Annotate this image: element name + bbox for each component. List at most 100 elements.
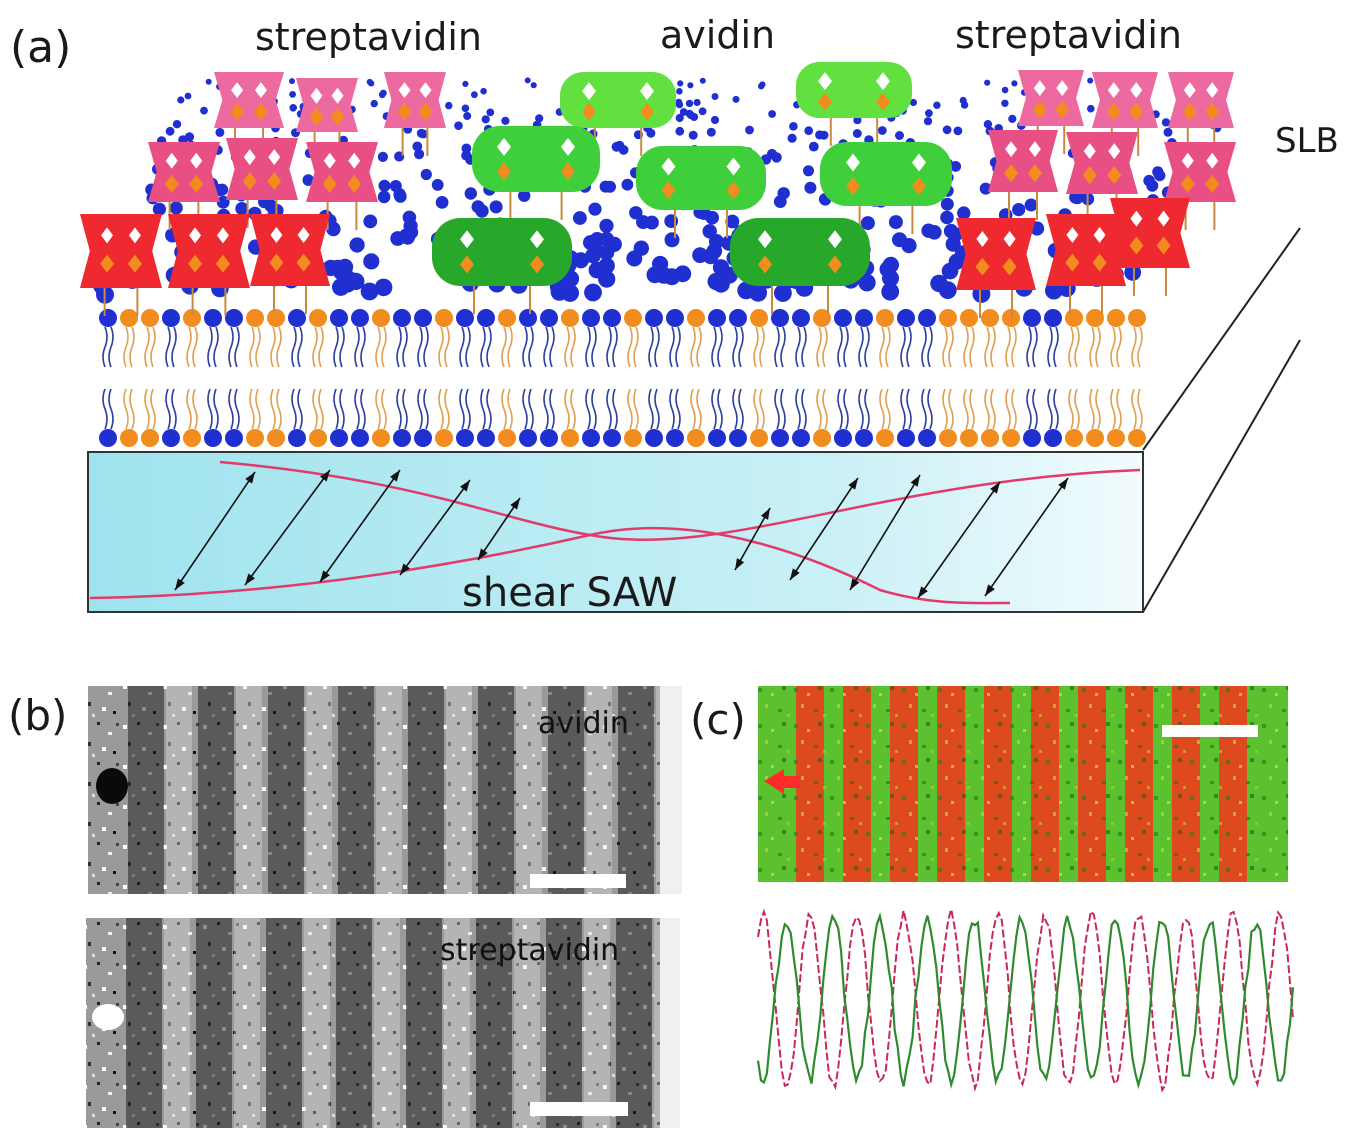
displacement-arrow [477,497,521,561]
lipid-tail [927,326,933,368]
headgroup-bottom [414,429,432,447]
lipid-tail [1005,388,1011,430]
headgroup-bottom [477,429,495,447]
headgroup [464,187,477,200]
panel-a: (a) streptavidin avidin streptavidin SLB… [10,13,1339,616]
lipid-tail [108,388,114,430]
lipid-tail [612,326,618,368]
headgroup [389,180,402,192]
headgroup [363,253,380,270]
headgroup [940,197,954,211]
headgroup [860,216,875,231]
streptavidin-protein [80,214,162,316]
headgroup-top [330,309,348,327]
intensity-profile [756,908,1295,1093]
headgroup [774,284,792,302]
headgroup [598,257,615,274]
headgroup-bottom [729,429,747,447]
streptavidin-protein [148,142,220,230]
headgroup-top [729,309,747,327]
arrow-head [400,563,410,575]
headgroup [152,202,166,216]
arrow-head [175,578,185,590]
headgroup-top [1128,309,1146,327]
lipid-tail [207,388,213,430]
headgroup-bottom [1044,429,1062,447]
headgroup [235,202,249,216]
headgroup-bottom [624,429,642,447]
headgroup-top [1065,309,1083,327]
headgroup [710,115,720,125]
lipid-tail [207,326,213,368]
headgroup [329,259,346,277]
lipid-tail [654,388,660,430]
lipid-tail [186,388,192,430]
lipid-tail [165,388,171,430]
headgroup [584,283,602,302]
streptavidin-protein [956,218,1036,318]
headgroup-top [1023,309,1041,327]
headgroup [804,181,817,194]
avidin-protein [820,142,952,234]
lipid-tail [879,326,885,368]
lipid-tail [906,326,912,368]
headgroup [953,126,963,136]
headgroup-bottom [876,429,894,447]
panel-b: (b) avidin streptavidin [8,686,682,1128]
headgroup-top [309,309,327,327]
headgroup-top [1086,309,1104,327]
lipid-tail [885,326,891,368]
streptavidin-protein [1110,198,1190,296]
lipid-tail [276,388,282,430]
lipid-tail [276,326,282,368]
lipid-tail [312,388,318,430]
headgroup-bottom [834,429,852,447]
lipid-tail [738,388,744,430]
arrow-head [460,480,470,492]
headgroup [489,200,503,214]
lipid-tail [948,388,954,430]
arrow-head [320,570,330,582]
lipid-tail [921,326,927,368]
lipid-tail [984,326,990,368]
headgroup-bottom [813,429,831,447]
avidin-protein [472,126,600,220]
lipid-tail [528,326,534,368]
avidin-image: avidin [88,686,682,894]
panel-b-label: (b) [8,691,67,740]
lipid-tail [129,326,135,368]
fluorescence-overlay-image [758,686,1288,882]
lipid-tail [486,326,492,368]
headgroup-bottom [519,429,537,447]
headgroup-bottom [582,429,600,447]
lipid-tail [780,326,786,368]
scale-bar [530,874,626,888]
headgroup [378,179,391,192]
streptavidin-protein [214,72,284,156]
headgroup [758,83,765,90]
headgroup [941,262,959,280]
headgroup-top [918,309,936,327]
lipid-tail [627,388,633,430]
headgroup-bottom [708,429,726,447]
lipid-tail [564,388,570,430]
lipid-tail [522,388,528,430]
arrow-marker [764,769,800,794]
headgroup [172,120,182,129]
headgroup [471,200,485,214]
headgroup [289,78,295,85]
red-intensity-trace [757,908,1294,1093]
headgroup [942,125,952,135]
lipid-tail [228,388,234,430]
lipid-tail [144,326,150,368]
displacement-arrow [174,471,256,591]
streptavidin-protein [250,214,330,314]
lipid-tail [360,326,366,368]
arrow-head [918,586,928,598]
headgroup [646,128,656,138]
displacement-arrow [849,474,921,591]
headgroup-top [771,309,789,327]
arrow-head [790,568,800,580]
headgroup-bottom [288,429,306,447]
headgroup-top [393,309,411,327]
